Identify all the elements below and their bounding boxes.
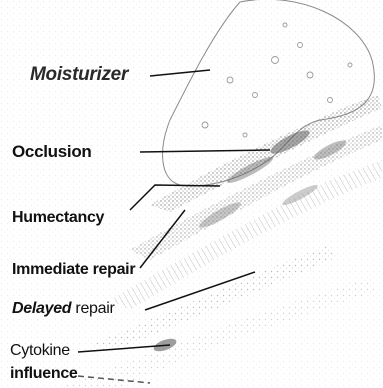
label-cytokine: Cytokine	[10, 343, 70, 359]
label-delayed-part2: repair	[71, 300, 114, 317]
label-immediate-repair: Immediate repair	[12, 262, 135, 278]
label-moisturizer: Moisturizer	[30, 65, 128, 84]
label-occlusion: Occlusion	[12, 143, 92, 160]
label-delayed-part1: Delayed	[12, 300, 71, 317]
label-influence: influence	[10, 366, 78, 382]
label-humectancy: Humectancy	[12, 210, 104, 226]
label-delayed-repair: Delayed repair	[12, 301, 115, 317]
